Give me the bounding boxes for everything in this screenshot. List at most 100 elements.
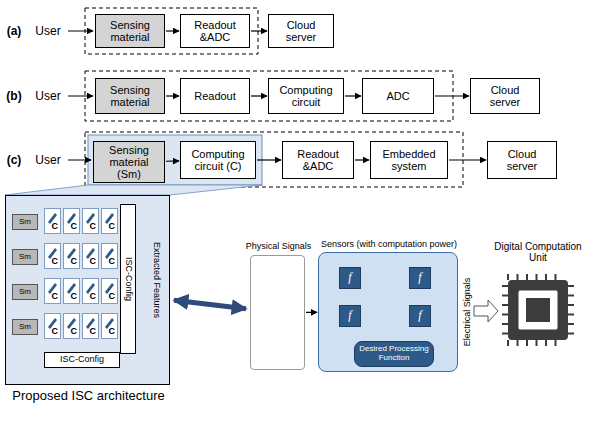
chip-pin	[517, 340, 519, 346]
node-label: Readout	[194, 90, 236, 102]
node-label: Sm	[19, 288, 31, 297]
function-block: f	[339, 305, 361, 327]
config-bar: ISC-Config	[44, 352, 120, 368]
chip-pin	[507, 340, 509, 346]
node-label: Computing circuit	[272, 84, 340, 108]
chip-pin	[568, 323, 574, 325]
node-label: Cloud server	[474, 84, 536, 108]
function-block: f	[409, 267, 431, 289]
node-label: Readout &ADC	[286, 148, 350, 172]
computing-cell: C	[82, 313, 99, 339]
node-label: C	[52, 222, 59, 232]
node-label: Cloud server	[272, 19, 330, 43]
flow-arrow	[257, 159, 281, 160]
process-box: Sensing material	[95, 78, 165, 114]
chip-pin	[568, 314, 574, 316]
physical-signals-panel: Physical Signals	[250, 255, 305, 370]
node-label: ADC	[386, 90, 409, 102]
chip-pin	[502, 285, 508, 287]
flow-arrow	[435, 95, 469, 96]
chip-pin	[526, 340, 528, 346]
chip-pin	[502, 304, 508, 306]
computing-cell: C	[82, 243, 99, 269]
node-label: Sm	[19, 323, 31, 332]
flow-arrow	[449, 159, 486, 160]
sensing-material-block: Sm	[12, 284, 38, 300]
flow-arrow	[306, 312, 317, 313]
process-box: Cloud server	[268, 14, 334, 48]
computing-cell: C	[44, 278, 61, 304]
panel-letter: (b)	[6, 89, 21, 103]
computing-cell: C	[101, 278, 118, 304]
node-label: Sensing material	[99, 84, 161, 108]
computing-cell: C	[101, 208, 118, 234]
chip-pin	[502, 295, 508, 297]
flow-arrow	[345, 95, 361, 96]
chip-pin	[545, 274, 547, 280]
signal-arrow	[474, 300, 498, 322]
panel-heading: Proposed ISC architecture	[1, 389, 176, 403]
node-label: C	[90, 327, 97, 337]
chip-pin	[502, 333, 508, 335]
chip-pin	[555, 274, 557, 280]
computing-cell: C	[63, 278, 80, 304]
computing-cell: C	[82, 208, 99, 234]
computing-cell: C	[101, 313, 118, 339]
node-label: C	[52, 327, 59, 337]
computing-cell: C	[82, 278, 99, 304]
process-box: ADC	[362, 78, 434, 114]
process-box: Computing circuit	[268, 78, 344, 114]
node-label: C	[71, 327, 78, 337]
sensing-material-block: Sm	[12, 214, 38, 230]
node-label: C	[90, 292, 97, 302]
node-label: Readout &ADC	[184, 19, 246, 43]
computing-cell: C	[101, 243, 118, 269]
panel-heading: Physical Signals	[241, 242, 316, 252]
process-box: Computing circuit (C)	[180, 141, 256, 179]
flow-arrow	[355, 159, 369, 160]
node-label: Cloud server	[491, 148, 553, 172]
chip-pin	[536, 274, 538, 280]
user-arrow	[68, 96, 93, 97]
double-arrow	[174, 300, 246, 309]
chip-pin	[507, 274, 509, 280]
node-label: C	[109, 257, 116, 267]
computing-cell: C	[63, 243, 80, 269]
chip-pin	[536, 340, 538, 346]
process-box: Readout	[180, 78, 250, 114]
node-label: f	[348, 271, 351, 284]
node-label: Desired Processing Function	[358, 345, 430, 363]
flow-arrow	[166, 30, 179, 31]
isc-region	[88, 135, 262, 185]
computing-cell: C	[44, 313, 61, 339]
process-box: Cloud server	[487, 141, 557, 179]
actor-label: User	[35, 153, 60, 167]
node-label: Sensing material	[99, 19, 161, 43]
user-arrow	[68, 31, 93, 32]
computing-cell: C	[63, 313, 80, 339]
process-box: Readout &ADC	[282, 141, 354, 179]
node-label: Sm	[19, 253, 31, 262]
flow-arrow	[251, 95, 267, 96]
processing-function-box: Desired Processing Function	[354, 341, 434, 367]
system-boundary	[85, 8, 258, 54]
panel-heading: Sensors (with computation power)	[319, 240, 459, 250]
node-label: C	[52, 292, 59, 302]
node-label: C	[52, 257, 59, 267]
node-label: Embedded system	[374, 148, 444, 172]
computing-cell: C	[44, 243, 61, 269]
node-label: C	[109, 222, 116, 232]
output-label: Extracted Features	[152, 242, 162, 318]
panel-letter: (a)	[7, 24, 22, 38]
flow-arrow	[166, 160, 179, 162]
node-label: C	[109, 327, 116, 337]
chip-pin	[555, 340, 557, 346]
signal-label: Electrical Signals	[462, 278, 472, 347]
chip-pin	[568, 333, 574, 335]
isc-architecture-panel: SmSmSmSmCCCCCCCCCCCCCCCCISC-ConfigISC-Co…	[5, 195, 170, 385]
node-label: C	[71, 292, 78, 302]
user-arrow	[68, 160, 91, 161]
chip-pin	[526, 274, 528, 280]
system-boundary	[85, 71, 453, 121]
chip-illustration	[502, 274, 574, 346]
